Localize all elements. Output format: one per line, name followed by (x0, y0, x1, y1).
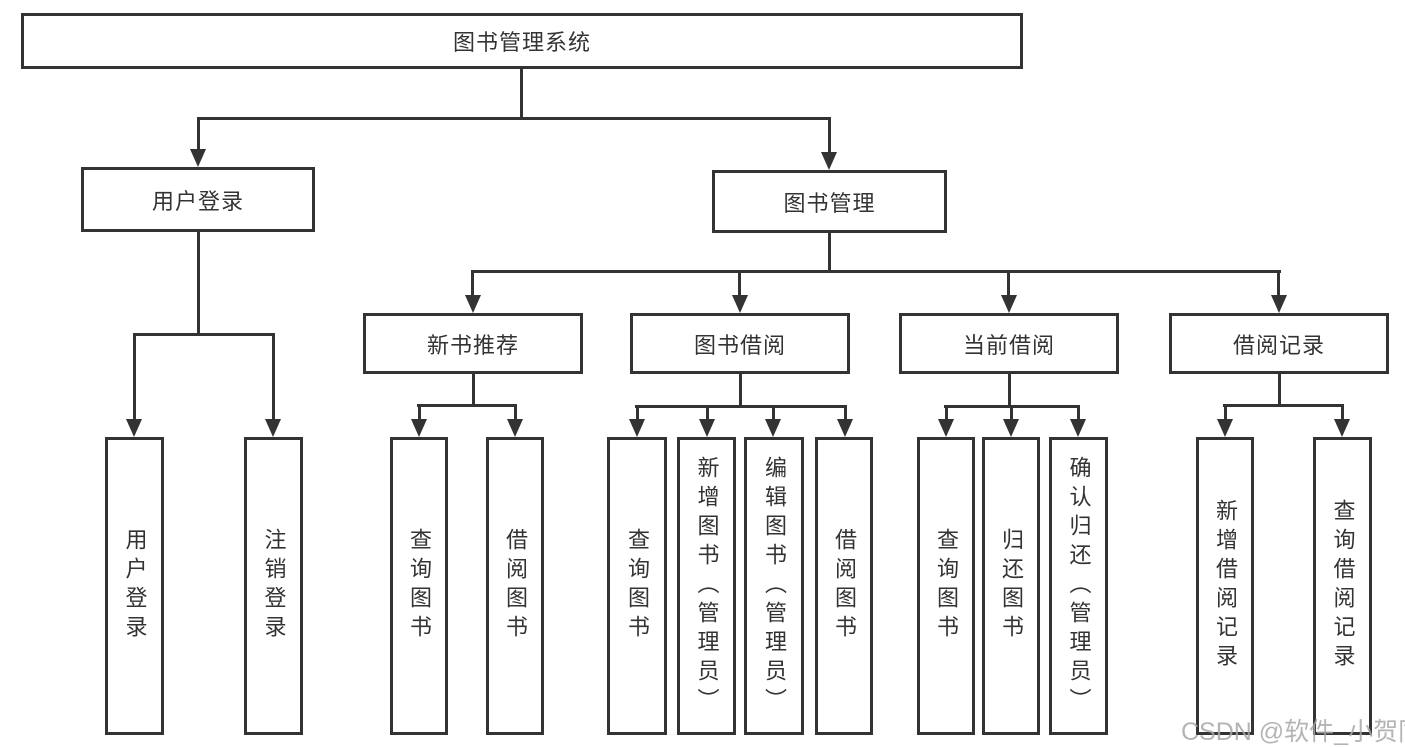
connector-line (1010, 405, 1013, 421)
connector-line (471, 270, 1281, 273)
arrow-down-icon (837, 419, 853, 437)
connector-line (844, 405, 847, 421)
connector-line (514, 404, 517, 421)
arrow-down-icon (1003, 419, 1019, 437)
connector-line (197, 117, 831, 120)
connector-line (1277, 270, 1280, 297)
node-book-borrowing: 图书借阅 (630, 313, 850, 374)
connector-line (738, 270, 741, 297)
node-borrowing-records: 借阅记录 (1169, 313, 1389, 374)
connector-line (828, 233, 831, 273)
arrow-down-icon (732, 295, 748, 313)
leaf-add-book-admin: 新增图书（管理员） (677, 437, 736, 735)
leaf-user-login: 用户登录 (105, 437, 164, 735)
leaf-borrow-books-recommendation: 借阅图书 (486, 437, 544, 735)
connector-line (133, 333, 275, 336)
connector-line (1341, 404, 1344, 421)
connector-line (472, 374, 475, 406)
arrow-down-icon (938, 419, 954, 437)
node-current-borrowing: 当前借阅 (899, 313, 1119, 374)
connector-line (471, 270, 474, 297)
connector-line (1223, 404, 1344, 407)
arrow-down-icon (126, 419, 142, 437)
connector-line (1008, 374, 1011, 407)
leaf-query-books-borrowing: 查询图书 (607, 437, 667, 735)
arrow-down-icon (1070, 419, 1086, 437)
connector-line (945, 405, 948, 421)
connector-line (1077, 405, 1080, 421)
arrow-down-icon (265, 419, 281, 437)
leaf-query-books-recommendation: 查询图书 (390, 437, 448, 735)
connector-line (272, 333, 275, 421)
connector-line (772, 405, 775, 421)
connector-line (417, 404, 517, 407)
connector-line (828, 117, 831, 156)
leaf-query-borrow-record: 查询借阅记录 (1313, 437, 1372, 735)
connector-line (197, 231, 200, 336)
csdn-watermark: CSDN @软件_小贺同学 (1181, 718, 1405, 746)
leaf-query-books-current: 查询图书 (917, 437, 975, 735)
arrow-down-icon (1001, 295, 1017, 313)
arrow-down-icon (507, 419, 523, 437)
arrow-down-icon (1334, 419, 1350, 437)
connector-line (418, 404, 421, 421)
connector-line (1278, 374, 1281, 406)
leaf-return-books: 归还图书 (982, 437, 1040, 735)
connector-line (636, 405, 639, 421)
arrow-down-icon (1271, 295, 1287, 313)
arrow-down-icon (411, 419, 427, 437)
arrow-down-icon (465, 295, 481, 313)
arrow-down-icon (765, 419, 781, 437)
arrow-down-icon (1217, 419, 1233, 437)
leaf-edit-book-admin: 编辑图书（管理员） (744, 437, 804, 735)
connector-line (739, 374, 742, 407)
arrow-down-icon (629, 419, 645, 437)
node-new-book-recommendation: 新书推荐 (363, 313, 583, 374)
node-library-management-system: 图书管理系统 (21, 13, 1023, 69)
node-book-management: 图书管理 (712, 170, 947, 233)
connector-line (635, 405, 847, 408)
connector-line (197, 117, 200, 153)
connector-line (1224, 404, 1227, 421)
arrow-down-icon (699, 419, 715, 437)
leaf-confirm-return-admin: 确认归还（管理员） (1049, 437, 1108, 735)
connector-line (520, 69, 523, 120)
arrow-down-icon (190, 149, 206, 167)
arrow-down-icon (821, 152, 837, 170)
leaf-logout: 注销登录 (244, 437, 303, 735)
connector-line (133, 333, 136, 421)
leaf-add-borrow-record: 新增借阅记录 (1196, 437, 1254, 735)
leaf-borrow-books-borrowing: 借阅图书 (815, 437, 873, 735)
node-user-login: 用户登录 (81, 167, 315, 232)
connector-line (1007, 270, 1010, 297)
connector-line (706, 405, 709, 421)
